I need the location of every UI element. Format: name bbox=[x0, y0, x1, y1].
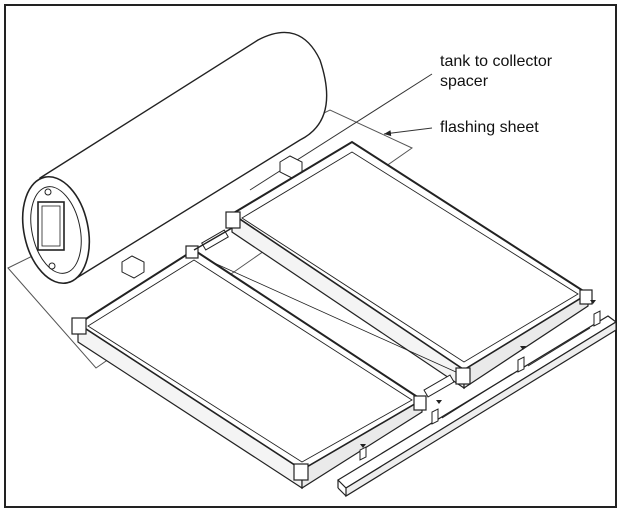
tank-to-collector-spacer-label: tank to collector spacer bbox=[440, 52, 610, 92]
flashing-sheet-leader bbox=[383, 127, 433, 137]
tank-spacer-label-line2: spacer bbox=[440, 73, 489, 90]
bolt-marker bbox=[360, 300, 596, 448]
tank-spacer-label-line1: tank to collector bbox=[440, 53, 553, 70]
rail-bracket bbox=[359, 310, 601, 461]
flashing-sheet-label: flashing sheet bbox=[440, 119, 539, 136]
collector-panel-right bbox=[225, 140, 593, 390]
collector-connector bbox=[193, 227, 457, 398]
storage-tank bbox=[21, 31, 328, 285]
